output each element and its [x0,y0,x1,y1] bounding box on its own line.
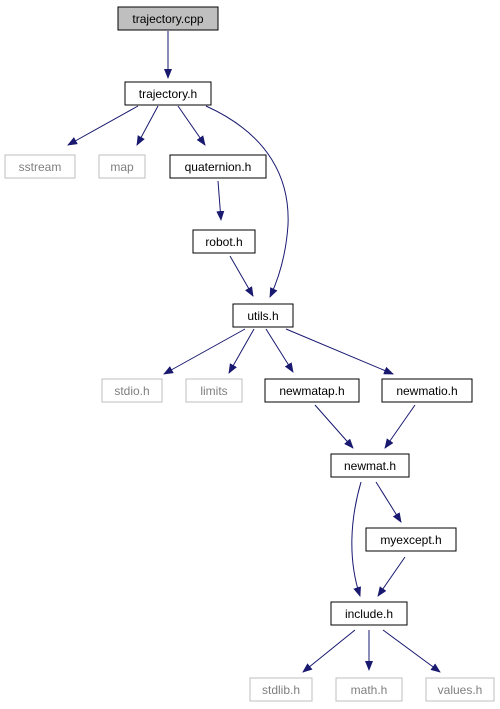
node-label: utils.h [247,309,278,323]
node-label: limits [200,384,227,398]
edge-newmat-h-to-include-h [351,481,362,597]
node-sstream: sstream [4,154,76,179]
node-stdlib-h: stdlib.h [249,677,313,702]
node-label: map [110,160,134,174]
edge-utils-h-to-stdio-h [163,328,246,375]
node-limits: limits [185,378,243,403]
edge-trajectory-h-to-utils-h [205,105,289,298]
node-newmatio-h[interactable]: newmatio.h [381,378,473,403]
edge-utils-h-to-limits [228,328,255,374]
edge-newmat-h-to-myexcept-h [375,481,402,523]
node-label: stdio.h [114,384,149,398]
node-label: myexcept.h [380,533,441,547]
node-label: math.h [351,683,388,697]
edge-include-h-to-stdlib-h [302,629,356,673]
node-utils-h[interactable]: utils.h [232,303,294,328]
edge-robot-h-to-utils-h [229,255,254,297]
node-math-h: math.h [335,677,403,702]
edge-newmatio-h-to-newmat-h [384,404,416,449]
node-include-h[interactable]: include.h [330,601,408,626]
edge-quaternion-h-to-robot-h [216,180,225,221]
node-trajectory-cpp[interactable]: trajectory.cpp [117,6,219,31]
edge-trajectory-h-to-map [136,105,159,146]
edge-trajectory-h-to-quaternion-h [177,105,206,146]
node-label: quaternion.h [185,160,252,174]
node-quaternion-h[interactable]: quaternion.h [169,154,267,179]
node-label: stdlib.h [262,683,300,697]
edge-utils-h-to-newmatio-h [285,328,394,375]
edges [67,31,441,673]
node-label: include.h [345,607,393,621]
node-label: values.h [438,683,483,697]
nodes: trajectory.cpp trajectory.h sstream map … [4,6,495,702]
node-values-h: values.h [425,677,495,702]
edge-trajectory-h-to-sstream [67,105,139,146]
node-map: map [98,154,146,179]
node-newmat-h[interactable]: newmat.h [330,453,410,478]
edge-myexcept-h-to-include-h [377,556,406,597]
edge-include-h-to-values-h [382,629,441,673]
node-label: robot.h [205,235,242,249]
edge-newmatap-h-to-newmat-h [314,404,354,449]
node-myexcept-h[interactable]: myexcept.h [365,527,457,552]
node-stdio-h: stdio.h [101,378,163,403]
node-label: newmat.h [344,459,396,473]
node-label: sstream [19,160,62,174]
node-label: trajectory.cpp [132,12,203,26]
node-trajectory-h[interactable]: trajectory.h [124,81,212,106]
node-robot-h[interactable]: robot.h [192,229,256,254]
node-label: trajectory.h [139,87,197,101]
node-newmatap-h[interactable]: newmatap.h [264,378,360,403]
edge-utils-h-to-newmatap-h [265,328,294,373]
node-label: newmatap.h [279,384,344,398]
node-label: newmatio.h [396,384,457,398]
